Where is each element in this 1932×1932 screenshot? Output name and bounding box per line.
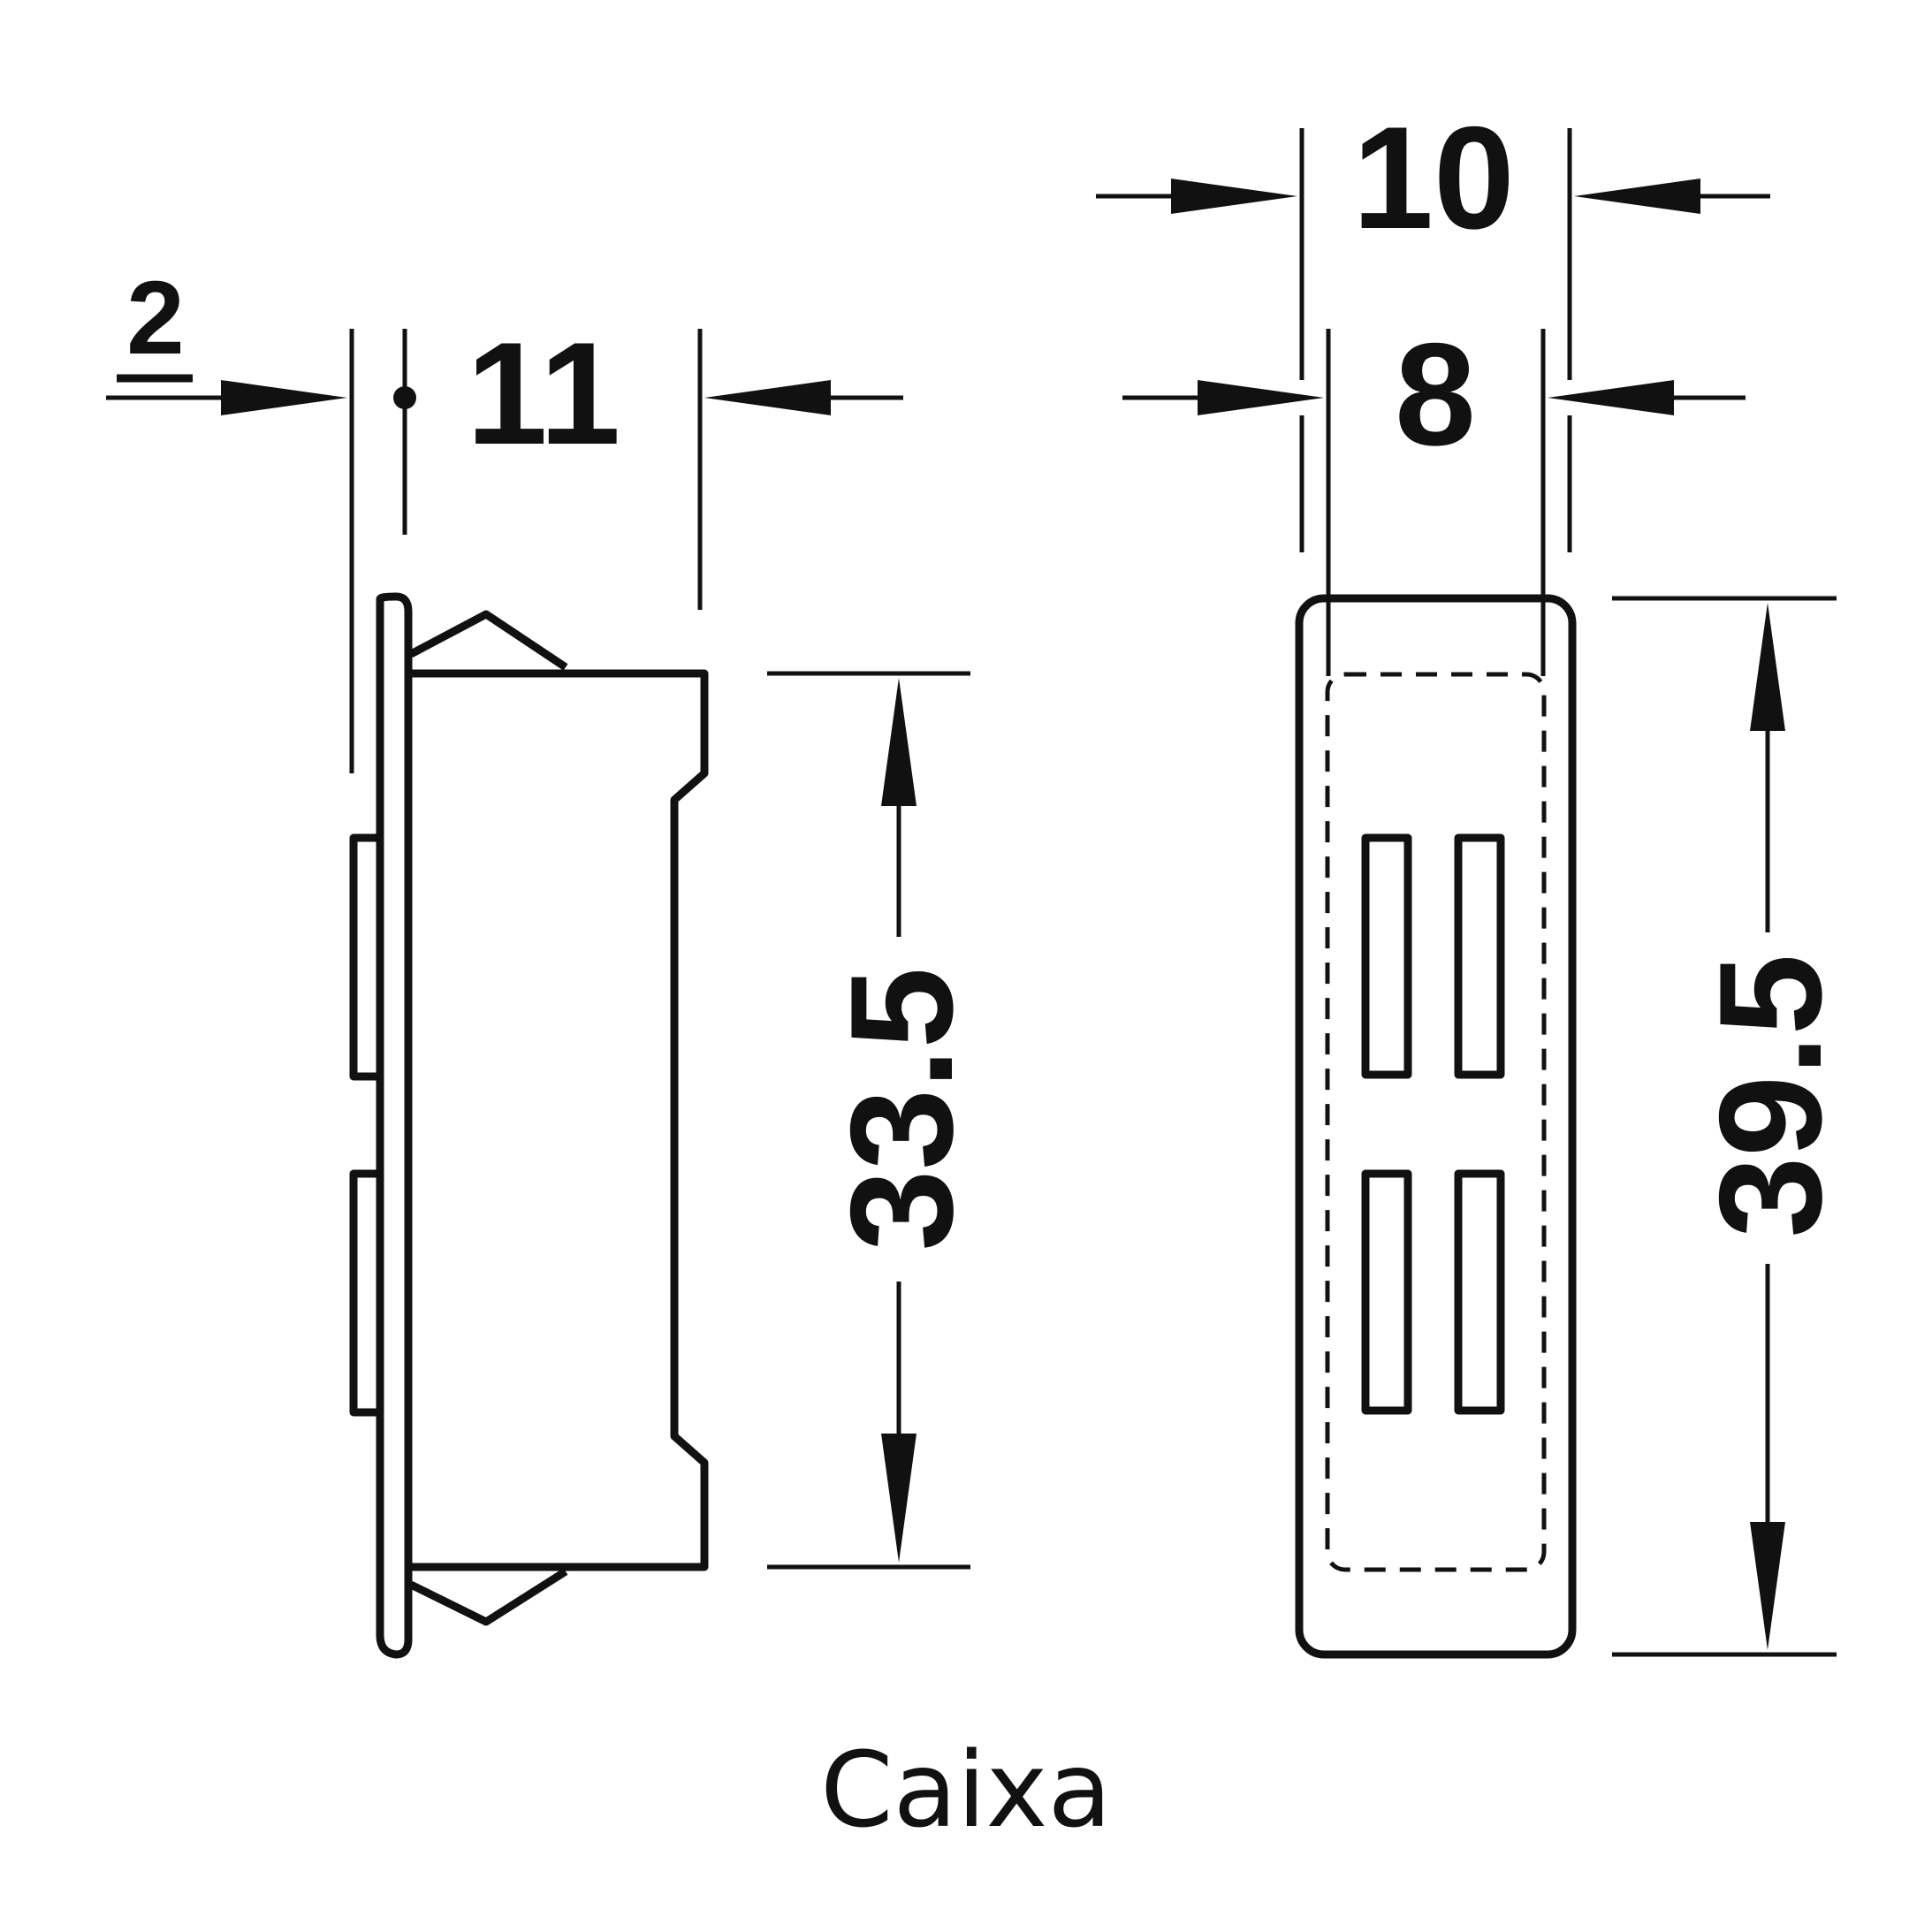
front-dim-outer-arrow-left <box>1171 179 1297 214</box>
side-flange-plate <box>376 592 413 1659</box>
front-height-arrow-bottom <box>1750 1522 1785 1650</box>
side-lower-clip <box>349 1169 380 1417</box>
side-view: 2 11 33.5 <box>106 260 983 1659</box>
side-height-arrow-bottom <box>881 1434 917 1563</box>
front-dim-outer-arrow-right <box>1574 179 1700 214</box>
front-height-arrow-top <box>1750 603 1785 731</box>
front-body-outline <box>1295 594 1577 1659</box>
side-height-text: 33.5 <box>820 967 983 1251</box>
side-dim-origin-dot <box>393 386 416 409</box>
side-upper-clip <box>349 833 380 1081</box>
front-dim-inner-text: 8 <box>1395 313 1476 475</box>
front-slot-top-right <box>1454 833 1505 1079</box>
front-dim-inner-arrow-right <box>1548 380 1674 415</box>
front-dim-inner-arrow-left <box>1198 380 1324 415</box>
front-slot-top-left <box>1361 833 1412 1079</box>
side-bottom-latch <box>409 1568 568 1626</box>
front-height-text: 39.5 <box>1689 954 1852 1237</box>
front-slot-bottom-left <box>1361 1169 1412 1415</box>
side-dim-depth-arrow <box>704 380 831 415</box>
side-body-outline <box>411 669 709 1571</box>
caption: Caixa <box>820 1729 1112 1851</box>
front-inner-cavity <box>1325 672 1547 1572</box>
side-dim-flange-text: 2 <box>126 260 185 377</box>
front-view: 10 8 39.5 <box>1096 96 1852 1659</box>
front-slot-bottom-right <box>1454 1169 1505 1415</box>
side-height-arrow-top <box>881 678 917 806</box>
side-top-latch <box>408 610 568 671</box>
side-dim-depth-text: 11 <box>467 312 620 475</box>
side-dim-flange-arrow <box>221 380 347 415</box>
front-dim-outer-text: 10 <box>1352 96 1515 259</box>
